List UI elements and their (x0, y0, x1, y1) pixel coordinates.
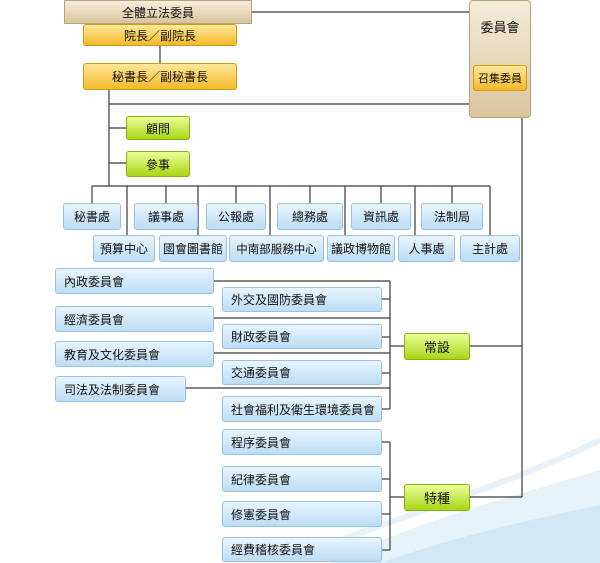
counselor-box: 顧問 (126, 116, 190, 140)
office-general-affairs: 總務處 (277, 203, 343, 230)
office-gazette: 公報處 (206, 203, 266, 230)
standing-committee-left: 司法及法制委員會 (55, 376, 186, 402)
convener-box: 召集委員 (473, 65, 527, 91)
standing-committee-left: 內政委員會 (55, 268, 214, 294)
committee-panel-title: 委員會 (480, 20, 520, 36)
advisor-box: 參事 (126, 151, 190, 177)
special-committee: 經費稽核委員會 (222, 537, 382, 562)
office-accounting: 主計處 (460, 235, 520, 262)
committee-panel (469, 0, 531, 118)
office-library: 國會圖書館 (159, 235, 227, 262)
standing-committee-right: 外交及國防委員會 (222, 287, 382, 312)
standing-committee-left: 經濟委員會 (55, 306, 214, 332)
office-secretariat: 秘書處 (63, 203, 121, 230)
office-proceedings: 議事處 (134, 203, 198, 230)
plenary-box: 全體立法委員 (64, 0, 252, 24)
special-committee: 紀律委員會 (222, 466, 382, 492)
secretary-general-box: 秘書長／副秘書長 (83, 63, 237, 90)
special-committee: 修憲委員會 (222, 501, 382, 527)
standing-committee-right: 社會福利及衛生環境委員會 (222, 396, 382, 422)
standing-committee-right: 交通委員會 (222, 360, 382, 385)
special-label-box: 特種 (404, 484, 470, 511)
standing-committee-right: 財政委員會 (222, 324, 382, 349)
standing-label-box: 常設 (404, 333, 470, 360)
office-information: 資訊處 (351, 203, 411, 230)
office-service-center: 中南部服務中心 (229, 235, 324, 262)
office-museum: 議政博物館 (327, 235, 395, 262)
special-committee: 程序委員會 (222, 429, 382, 455)
office-budget-center: 預算中心 (93, 235, 155, 262)
office-personnel: 人事處 (398, 235, 455, 262)
president-box: 院長／副院長 (83, 24, 237, 46)
office-legal: 法制局 (421, 203, 483, 230)
standing-committee-left: 教育及文化委員會 (55, 341, 214, 367)
